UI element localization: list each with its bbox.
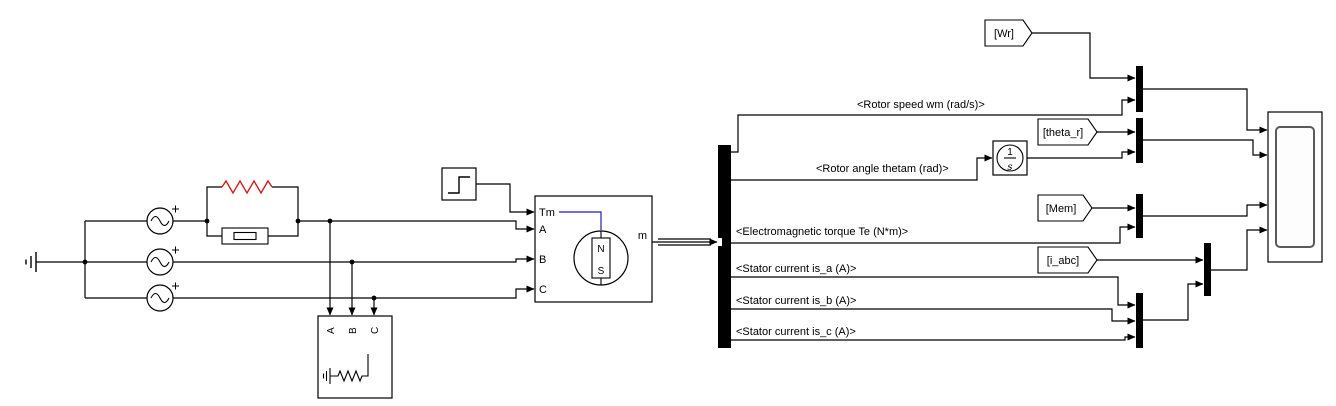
from-tag-mem[interactable]: [Mem]: [1037, 194, 1093, 222]
junction-dot: [295, 218, 301, 224]
from-tag-wr-label: [Wr]: [994, 28, 1014, 40]
signal-label-stator-current-b[interactable]: <Stator current is_b (A)>: [736, 295, 857, 307]
wire: [206, 186, 222, 221]
signal-label-rotor-angle[interactable]: <Rotor angle thetam (rad)>: [816, 163, 949, 175]
from-tag-wr[interactable]: [Wr]: [984, 19, 1033, 47]
sine-icon: [150, 215, 170, 227]
integrator-numerator: 1: [1007, 147, 1013, 158]
mux-speed[interactable]: [1136, 66, 1143, 112]
wire: [272, 186, 299, 221]
step-block[interactable]: [441, 167, 477, 201]
from-tag-theta-r-label: [theta_r]: [1043, 127, 1083, 139]
wire-wr-tag: [1032, 32, 1136, 82]
machine-port-c-label: C: [539, 284, 547, 296]
tag-body: [1037, 194, 1093, 222]
junction-dot: [371, 295, 377, 301]
wire-mux-c-out: [1143, 201, 1268, 217]
mux-torque[interactable]: [1136, 194, 1143, 238]
wire-mux-d-out: [1143, 280, 1204, 321]
wire-mux-e-out: [1211, 226, 1268, 271]
bus-selector-block[interactable]: [718, 145, 731, 348]
magnet-n-label: N: [597, 244, 604, 255]
sine-icon: [150, 292, 170, 304]
wire-stator-b: [731, 308, 1136, 325]
step-icon: [448, 176, 470, 194]
wire-step-tm: [476, 183, 535, 216]
signal-label-torque[interactable]: <Electromagnetic torque Te (N*m)>: [736, 226, 909, 238]
tag-body: [1037, 246, 1098, 274]
mux-angle[interactable]: [1136, 118, 1143, 163]
wire-phase-b: [173, 255, 535, 263]
bus-selector-input-notch: [718, 238, 722, 246]
machine-port-m-label: m: [638, 230, 647, 242]
series-resistor-block[interactable]: [221, 179, 273, 195]
wire-mux-b-out: [1143, 139, 1268, 159]
plus-sign-icon: [172, 282, 179, 290]
wire-stator-a: [731, 276, 1136, 309]
wire-phase-a-main: [298, 220, 535, 233]
wire: [268, 221, 299, 237]
integrator-block[interactable]: 1 s: [992, 140, 1028, 176]
integrator-denominator: s: [1007, 162, 1012, 173]
junction-dot: [204, 218, 210, 224]
sine-icon: [150, 256, 170, 268]
scope-screen-icon: [1275, 126, 1315, 248]
resistor-zigzag-icon: [221, 179, 273, 195]
from-tag-theta-r[interactable]: [theta_r]: [1037, 118, 1098, 146]
load-port-c-label: C: [370, 327, 381, 334]
machine-port-a-label: A: [539, 224, 547, 236]
wire-rotor-angle: [731, 154, 993, 181]
three-phase-load-block[interactable]: A B C: [317, 315, 393, 399]
wire: [206, 221, 222, 237]
signal-label-stator-current-c[interactable]: <Stator current is_c (A)>: [736, 326, 856, 338]
ground-block[interactable]: [25, 252, 37, 272]
bus-selector-body: [718, 145, 731, 348]
plus-sign-icon: [172, 205, 179, 213]
tag-body: [984, 19, 1033, 47]
wire-rotor-speed: [731, 96, 1136, 153]
junction-dots: [82, 218, 377, 301]
scope-block[interactable]: [1267, 111, 1323, 263]
from-tag-i-abc-label: [i_abc]: [1047, 255, 1079, 267]
grounded-resistor-icon: [322, 354, 369, 384]
from-tag-mem-label: [Mem]: [1046, 203, 1077, 215]
ac-source-a[interactable]: [146, 205, 179, 235]
rlc-branch-block[interactable]: [221, 227, 269, 245]
plus-sign-icon: [172, 246, 179, 254]
signal-label-stator-current-a[interactable]: <Stator current is_a (A)>: [736, 263, 857, 275]
load-body: [317, 315, 393, 399]
wire-mux-a-out: [1143, 88, 1268, 134]
ac-source-c[interactable]: [146, 282, 179, 312]
load-port-a-label: A: [326, 327, 337, 334]
mux-currents-compare[interactable]: [1204, 243, 1211, 296]
from-tag-i-abc[interactable]: [i_abc]: [1037, 246, 1098, 274]
wire-integrator-out: [1027, 148, 1136, 159]
load-port-b-label: B: [348, 327, 359, 334]
magnet-s-label: S: [598, 266, 605, 277]
mux-stator-currents[interactable]: [1136, 293, 1143, 348]
ac-source-b[interactable]: [146, 246, 179, 276]
junction-dot: [349, 259, 355, 265]
machine-tm-label: Tm: [539, 207, 555, 219]
machine-tm-link-icon: [559, 211, 602, 230]
signal-label-rotor-speed[interactable]: <Rotor speed wm (rad/s)>: [857, 99, 985, 111]
machine-block[interactable]: Tm A B C N S m: [534, 195, 653, 303]
machine-port-b-label: B: [539, 254, 546, 266]
branch-element-icon: [233, 231, 257, 241]
wire-stator-c: [731, 333, 1136, 341]
junction-dot: [327, 218, 333, 224]
junction-dot: [82, 259, 88, 265]
wire-layer: [36, 32, 1268, 341]
wire-torque: [731, 223, 1136, 244]
tag-body: [1037, 118, 1098, 146]
wire-phase-c: [173, 285, 535, 299]
